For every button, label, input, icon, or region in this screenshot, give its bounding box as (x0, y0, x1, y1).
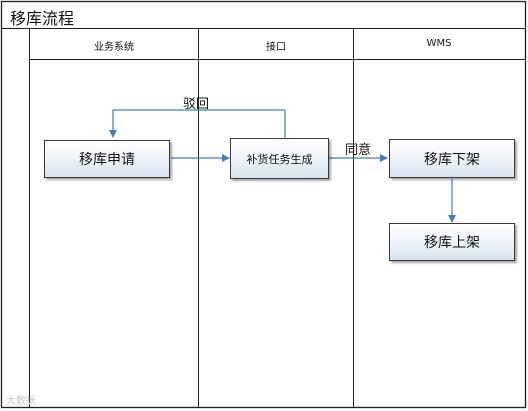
diagram-title: 移库流程 (10, 9, 75, 28)
node-move-up: 移库上架 (389, 223, 515, 261)
node-move-down: 移库下架 (389, 139, 515, 178)
lane-header-business: 业务系统 (94, 42, 134, 53)
edge-task-to-request-reject (109, 109, 286, 138)
node-move-request: 移库申请 (44, 140, 170, 178)
edge-label-reject: 驳回 (183, 97, 210, 112)
edge-label-approve: 同意 (345, 143, 372, 158)
lane-header-wms: WMS (426, 38, 452, 49)
watermark: 大数据 (6, 396, 36, 407)
node-replenish-task: 补货任务生成 (230, 138, 329, 179)
lane-header-interface: 接口 (266, 42, 286, 53)
